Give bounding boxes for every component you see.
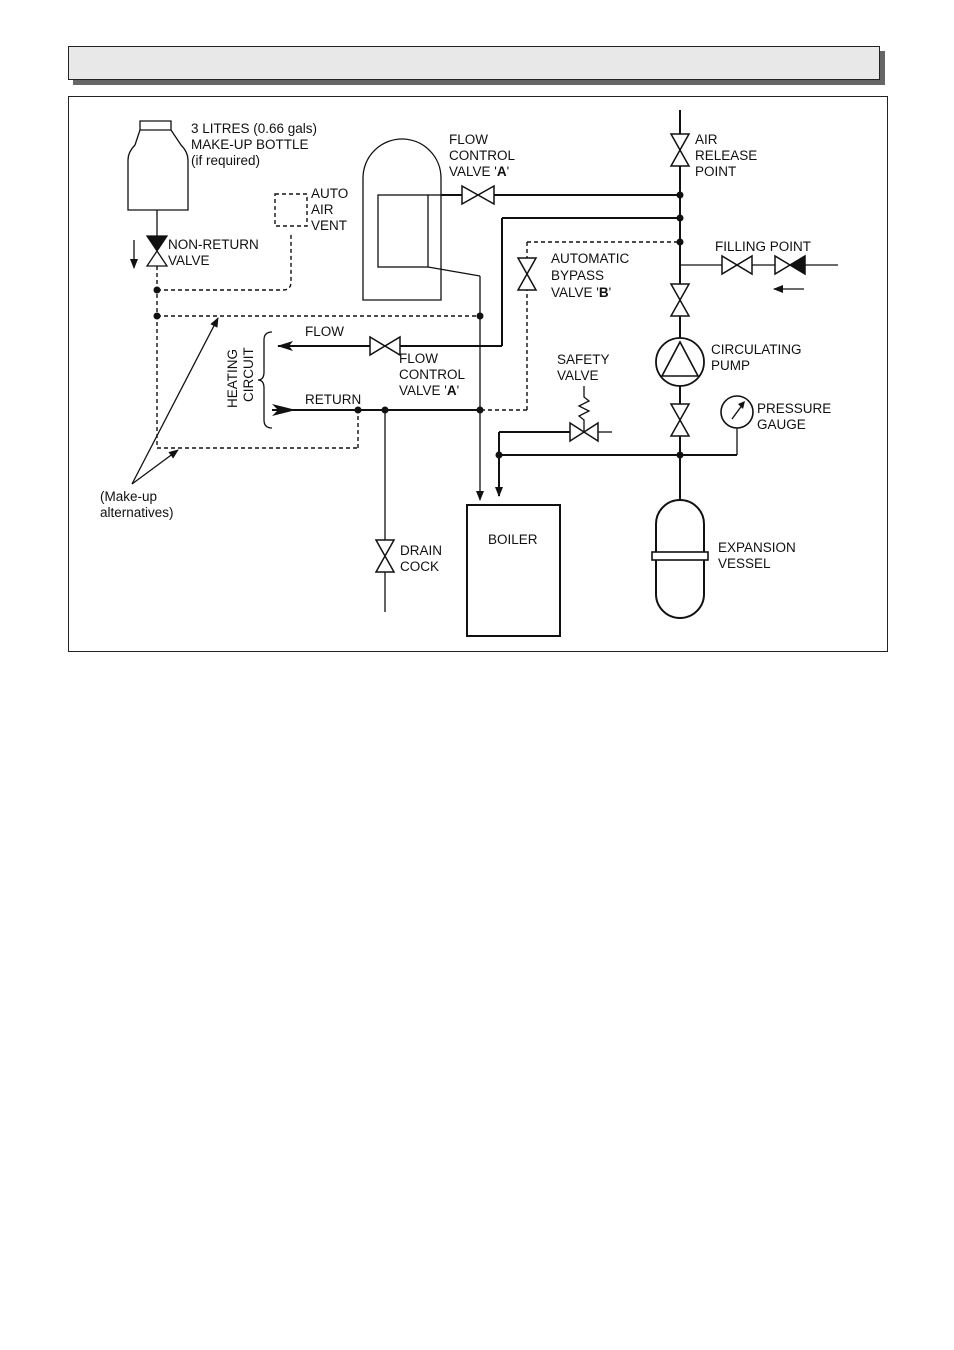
flow-control-top-label-1: FLOW xyxy=(449,132,488,147)
junction-dots xyxy=(153,191,684,459)
pressure-gauge-label-1: PRESSURE xyxy=(757,401,831,416)
bottle-label-3: (if required) xyxy=(191,153,260,168)
return-label: RETURN xyxy=(305,392,361,407)
expansion-vessel-label-2: VESSEL xyxy=(718,556,771,571)
bottle-label-1: 3 LITRES (0.66 gals) xyxy=(191,121,317,136)
bypass-label-3: VALVE 'B' xyxy=(551,285,611,300)
bottle-label-2: MAKE-UP BOTTLE xyxy=(191,137,309,152)
filling-point-label: FILLING POINT xyxy=(715,239,811,254)
safety-valve-label-2: VALVE xyxy=(557,368,599,383)
hot-water-cylinder xyxy=(362,138,481,301)
flow-control-mid-label-2: CONTROL xyxy=(399,367,465,382)
safety-valve-label-1: SAFETY xyxy=(557,352,610,367)
air-release-label-3: POINT xyxy=(695,164,736,179)
title-bar xyxy=(68,46,880,80)
flow-control-valve-top-icon xyxy=(461,184,495,206)
circulating-pump-label-2: PUMP xyxy=(711,358,750,373)
non-return-label-2: VALVE xyxy=(168,253,210,268)
makeup-alt-label-2: alternatives) xyxy=(100,505,174,520)
pressure-gauge-label-2: GAUGE xyxy=(757,417,806,432)
flow-control-top-label-3: VALVE 'A' xyxy=(449,164,509,179)
flow-control-mid-label-1: FLOW xyxy=(399,351,438,366)
bypass-valve-icon xyxy=(516,257,538,291)
air-release-valve-icon xyxy=(669,133,691,167)
heating-circuit-label-2: CIRCUIT xyxy=(241,347,256,402)
flow-control-valve-mid-icon xyxy=(369,335,401,357)
filling-non-return-icon xyxy=(774,254,806,276)
flow-control-mid-label-3: VALVE 'A' xyxy=(399,383,459,398)
flow-label: FLOW xyxy=(305,324,344,339)
pipework xyxy=(272,110,838,612)
drain-cock-icon xyxy=(374,539,396,573)
air-release-label-2: RELEASE xyxy=(695,148,757,163)
non-return-label-1: NON-RETURN xyxy=(168,237,259,252)
auto-air-vent-label-1: AUTO xyxy=(311,186,348,201)
drain-cock-label-2: COCK xyxy=(400,559,439,574)
boiler-box xyxy=(466,504,561,637)
air-release-label-1: AIR xyxy=(695,132,718,147)
heating-circuit-label-1: HEATING xyxy=(225,349,240,408)
expansion-vessel-label-1: EXPANSION xyxy=(718,540,796,555)
drain-cock-label-1: DRAIN xyxy=(400,543,442,558)
flow-control-top-label-2: CONTROL xyxy=(449,148,515,163)
boiler-label: BOILER xyxy=(488,532,538,547)
safety-valve-icon xyxy=(569,386,599,443)
expansion-vessel-icon xyxy=(651,499,709,619)
circulating-pump-icon xyxy=(655,337,705,387)
bypass-label-1: AUTOMATIC xyxy=(551,251,630,266)
pressure-gauge-icon xyxy=(720,395,754,429)
makeup-alternative-arrows xyxy=(131,317,219,485)
circulating-pump-label-1: CIRCULATING xyxy=(711,342,802,357)
heating-circuit-brace xyxy=(257,331,273,429)
make-up-bottle xyxy=(127,120,189,211)
filling-valve-icon xyxy=(721,254,753,276)
return-arrow-icon xyxy=(272,404,296,416)
bypass-label-2: BYPASS xyxy=(551,268,604,283)
makeup-alt-label-1: (Make-up xyxy=(100,489,157,504)
auto-air-vent-label-2: AIR xyxy=(311,202,334,217)
isolation-valve-upper-icon xyxy=(669,283,691,317)
makeup-dashed-lines xyxy=(156,193,680,449)
non-return-valve-icon xyxy=(145,235,169,267)
auto-air-vent-label-3: VENT xyxy=(311,218,347,233)
isolation-valve-lower-icon xyxy=(669,403,691,437)
